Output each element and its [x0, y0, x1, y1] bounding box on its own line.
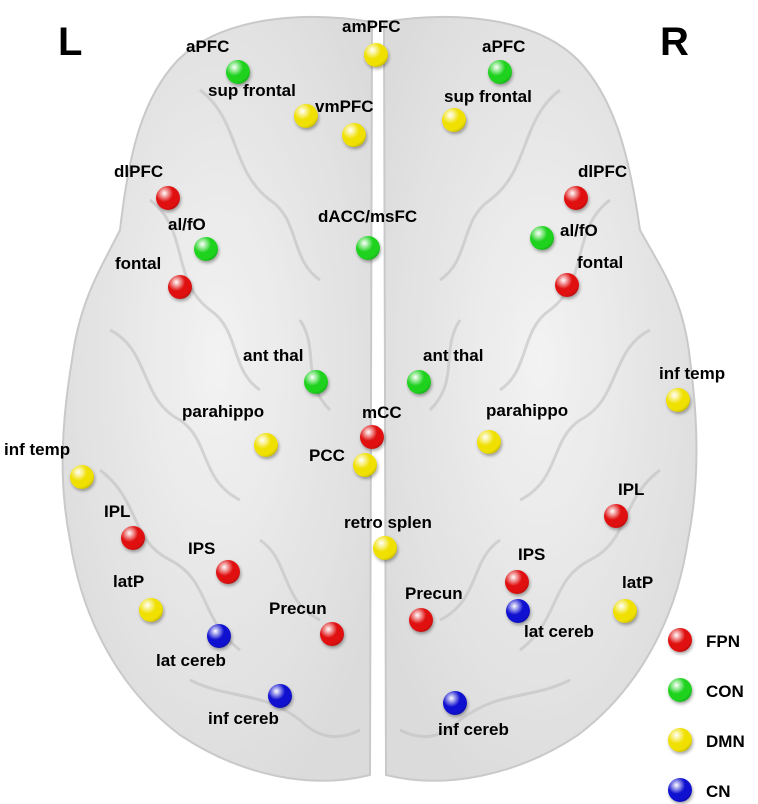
- node-al-fo: [194, 237, 218, 261]
- node-label-lat-cereb: lat cereb: [156, 651, 226, 670]
- legend-swatch-dmn: [668, 728, 692, 752]
- node-label-retro-splen: retro splen: [344, 513, 432, 532]
- node-label-inf-temp: inf temp: [4, 440, 71, 459]
- node-vmpfc: [342, 123, 366, 147]
- legend-item-con: CON: [668, 678, 758, 704]
- legend-label-con: CON: [706, 682, 744, 701]
- node-dlpfc: [156, 186, 180, 210]
- right-hemisphere: [382, 15, 698, 782]
- legend-swatch-cn: [668, 778, 692, 802]
- node-ipl: [121, 526, 145, 550]
- right-side-label: R: [660, 20, 689, 64]
- node-apfc: [226, 60, 250, 84]
- node-label-ipl: IPL: [104, 502, 131, 521]
- node-label-dlpfc: dlPFC: [578, 162, 628, 181]
- node-precun: [320, 622, 344, 646]
- node-latp: [139, 598, 163, 622]
- legend-item-cn: CN: [668, 778, 758, 804]
- node-fontal: [555, 273, 579, 297]
- node-inf-cereb: [443, 691, 467, 715]
- node-label-al-fo: al/fO: [560, 221, 598, 240]
- node-label-apfc: aPFC: [186, 37, 230, 56]
- node-sup-frontal: [442, 108, 466, 132]
- node-label-pcc: PCC: [309, 446, 345, 465]
- node-ampfc: [364, 43, 388, 67]
- node-label-sup-frontal: sup frontal: [208, 81, 296, 100]
- node-label-latp: latP: [113, 572, 145, 591]
- node-ips: [505, 570, 529, 594]
- node-label-fontal: fontal: [115, 254, 162, 273]
- node-label-sup-frontal: sup frontal: [444, 87, 532, 106]
- node-label-ipl: IPL: [618, 480, 645, 499]
- node-precun: [409, 608, 433, 632]
- node-label-inf-cereb: inf cereb: [438, 720, 509, 739]
- node-label-ips: IPS: [518, 545, 546, 564]
- legend-label-cn: CN: [706, 782, 731, 801]
- node-label-lat-cereb: lat cereb: [524, 622, 594, 641]
- left-side-label: L: [58, 20, 83, 64]
- legend-label-fpn: FPN: [706, 632, 740, 651]
- gyri-texture: [99, 88, 661, 739]
- node-label-precun: Precun: [405, 584, 463, 603]
- legend-item-dmn: DMN: [668, 728, 758, 754]
- node-label-dlpfc: dlPFC: [114, 162, 164, 181]
- node-ipl: [604, 504, 628, 528]
- node-fontal: [168, 275, 192, 299]
- node-label-dacc-msfc: dACC/msFC: [318, 207, 418, 226]
- node-label-al-fo: al/fO: [168, 215, 206, 234]
- node-ips: [216, 560, 240, 584]
- node-al-fo: [530, 226, 554, 250]
- node-parahippo: [254, 433, 278, 457]
- node-lat-cereb: [207, 624, 231, 648]
- node-inf-temp: [666, 388, 690, 412]
- node-mcc: [360, 425, 384, 449]
- legend-label-dmn: DMN: [706, 732, 745, 751]
- node-latp: [613, 599, 637, 623]
- node-inf-temp: [70, 465, 94, 489]
- node-label-ampfc: amPFC: [342, 17, 401, 36]
- node-label-parahippo: parahippo: [182, 402, 265, 421]
- node-retro-splen: [373, 536, 397, 560]
- left-hemisphere: [61, 15, 374, 782]
- node-label-inf-temp: inf temp: [659, 364, 726, 383]
- legend-item-fpn: FPN: [668, 628, 758, 654]
- node-label-parahippo: parahippo: [486, 401, 569, 420]
- node-label-precun: Precun: [269, 599, 327, 618]
- node-label-ant-thal: ant thal: [423, 346, 484, 365]
- node-label-vmpfc: vmPFC: [315, 97, 374, 116]
- legend-swatch-fpn: [668, 628, 692, 652]
- node-ant-thal: [304, 370, 328, 394]
- node-sup-frontal: [294, 104, 318, 128]
- node-dacc-msfc: [356, 236, 380, 260]
- node-label-inf-cereb: inf cereb: [208, 709, 279, 728]
- node-label-latp: latP: [622, 573, 654, 592]
- node-inf-cereb: [268, 684, 292, 708]
- node-parahippo: [477, 430, 501, 454]
- node-dlpfc: [564, 186, 588, 210]
- node-lat-cereb: [506, 599, 530, 623]
- node-label-ips: IPS: [188, 539, 216, 558]
- node-pcc: [353, 453, 377, 477]
- node-apfc: [488, 60, 512, 84]
- legend-swatch-con: [668, 678, 692, 702]
- node-label-mcc: mCC: [362, 403, 402, 422]
- node-label-apfc: aPFC: [482, 37, 526, 56]
- node-label-ant-thal: ant thal: [243, 346, 304, 365]
- node-label-fontal: fontal: [577, 253, 624, 272]
- node-ant-thal: [407, 370, 431, 394]
